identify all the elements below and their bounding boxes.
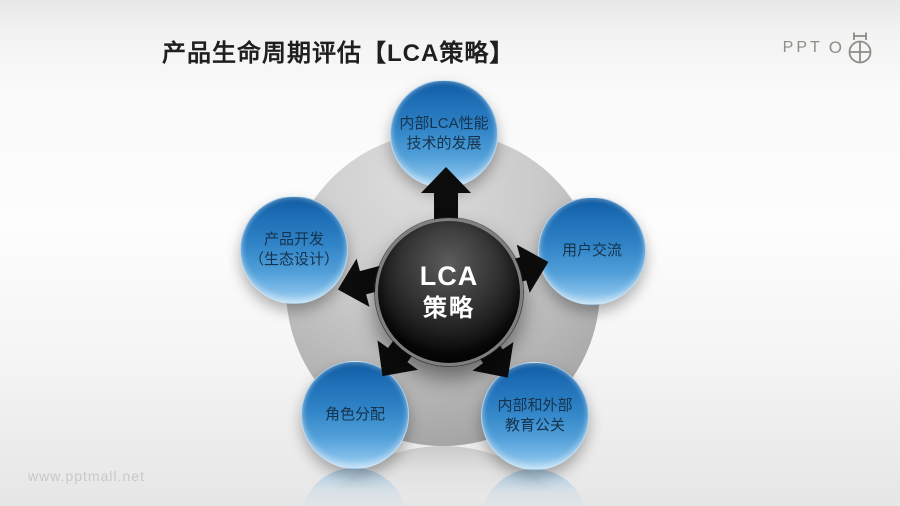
node-label-line: 内部和外部 [497, 396, 573, 414]
node-label-line: 产品开发 [263, 230, 324, 248]
hub-label-line1: LCA [419, 261, 479, 292]
watermark: www.pptmall.net [28, 468, 145, 484]
node-bottom-left: 角色分配 [301, 361, 409, 469]
compass-circle-icon [848, 32, 872, 64]
node-top: 内部LCA性能 技术的发展 [390, 80, 498, 188]
page-title: 产品生命周期评估【LCA策略】 [162, 40, 515, 67]
node-label-line: （生态设计） [248, 251, 339, 268]
node-label-line: 内部LCA性能 [399, 114, 489, 132]
brand-logo: PPT O [783, 30, 876, 66]
node-label-line: 技术的发展 [406, 135, 482, 152]
node-right: 用户交流 [538, 197, 646, 305]
node-left: 产品开发 （生态设计） [240, 196, 348, 304]
node-label-line: 角色分配 [324, 405, 385, 423]
node-bottom-right: 内部和外部 教育公关 [481, 362, 589, 470]
node-label-line: 用户交流 [561, 241, 622, 259]
logo-brand-text: PPT [782, 39, 823, 56]
logo-o-letter: O [828, 38, 842, 57]
node-label-line: 教育公关 [504, 417, 565, 434]
center-hub: LCA 策略 [375, 218, 523, 366]
hub-label-line2: 策略 [423, 294, 475, 322]
